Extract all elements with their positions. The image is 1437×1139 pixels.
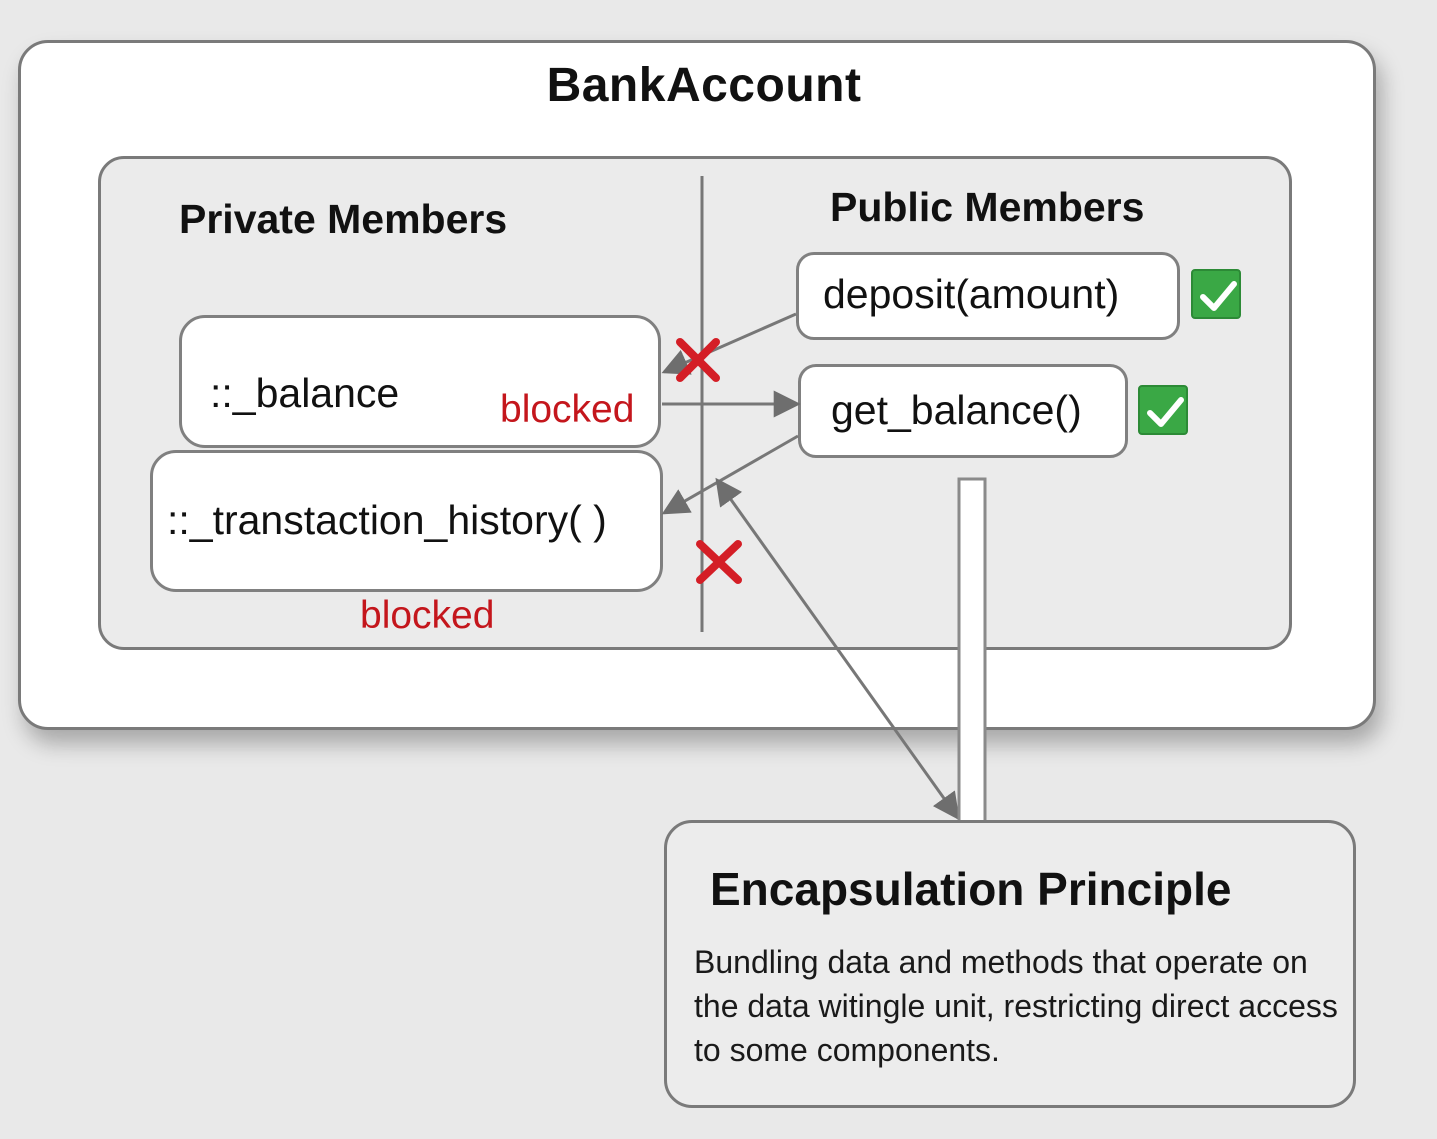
private-member-transaction-history-label: ::_transtaction_history( ) [167, 497, 607, 543]
arrow-principle-access [715, 477, 960, 821]
arrow-get-balance-to-history [661, 434, 799, 515]
public-member-get-balance: get_balance() [798, 364, 1128, 458]
public-members-title: Public Members [830, 184, 1145, 230]
arrow-deposit-to-balance [661, 312, 797, 375]
blocked-x-icon [696, 540, 742, 584]
principle-connector [957, 477, 987, 820]
check-icon [1191, 269, 1241, 319]
private-members-title: Private Members [179, 196, 508, 242]
public-member-deposit-label: deposit(amount) [823, 271, 1120, 317]
private-member-transaction-history: ::_transtaction_history( ) [150, 450, 663, 592]
principle-description: Bundling data and methods that operate o… [694, 944, 1338, 1068]
blocked-label-balance: blocked [500, 388, 635, 431]
principle-title: Encapsulation Principle [710, 863, 1232, 915]
blocked-x-icon [676, 338, 720, 382]
private-member-balance-label: ::_balance [210, 370, 400, 416]
public-member-get-balance-label: get_balance() [831, 387, 1082, 433]
public-member-deposit: deposit(amount) [796, 252, 1180, 340]
class-title: BankAccount [546, 59, 862, 112]
blocked-label-transaction-history: blocked [360, 594, 495, 637]
check-icon [1138, 385, 1188, 435]
principle-box [664, 820, 1356, 1108]
private-member-balance: ::_balance [179, 315, 661, 448]
